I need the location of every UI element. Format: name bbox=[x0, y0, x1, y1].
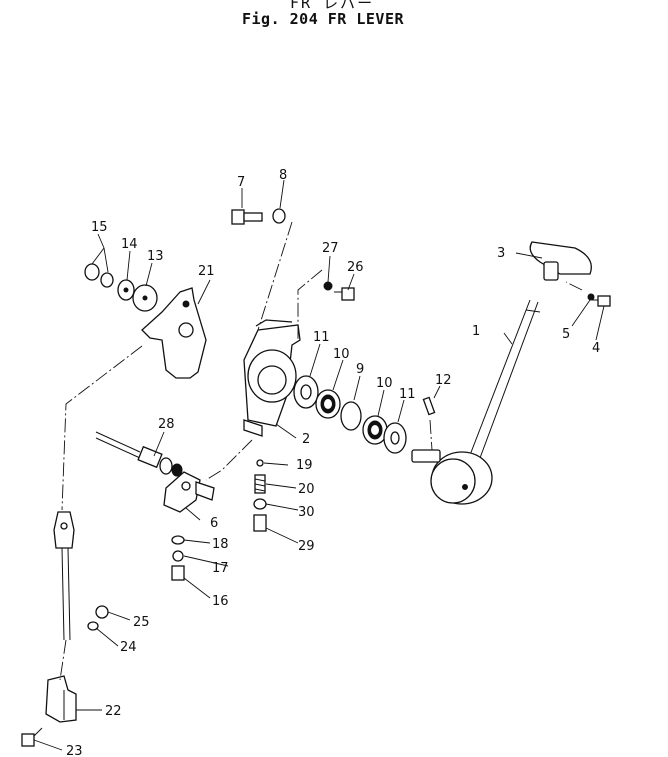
callout-20: 20 bbox=[298, 482, 315, 497]
assembly-lines bbox=[59, 221, 583, 681]
bolt-4 bbox=[592, 295, 611, 307]
lever-rod bbox=[469, 299, 541, 459]
washer-5 bbox=[587, 293, 595, 301]
washer-18 bbox=[171, 535, 185, 545]
callout-29: 29 bbox=[298, 539, 315, 554]
washer-13 bbox=[132, 284, 158, 312]
washer-14 bbox=[117, 279, 135, 301]
ball-19 bbox=[256, 459, 264, 467]
washer-27 bbox=[323, 281, 333, 291]
callout-6: 6 bbox=[210, 516, 218, 531]
bolt-29 bbox=[253, 514, 267, 532]
callout-25: 25 bbox=[133, 615, 150, 630]
callout-12: 12 bbox=[435, 373, 452, 388]
callout-23: 23 bbox=[66, 744, 83, 757]
rod-clevis bbox=[53, 511, 75, 641]
bolt-23 bbox=[21, 727, 43, 747]
callout-19: 19 bbox=[296, 458, 313, 473]
callout-8: 8 bbox=[279, 168, 287, 183]
callout-11-right: 11 bbox=[399, 387, 416, 402]
bracket-2 bbox=[243, 319, 301, 437]
bearing-10-right bbox=[362, 415, 388, 445]
callout-10-left: 10 bbox=[333, 347, 350, 362]
nut-8 bbox=[272, 208, 286, 224]
callout-28: 28 bbox=[158, 417, 175, 432]
plate-21 bbox=[141, 287, 207, 379]
callout-4: 4 bbox=[592, 341, 600, 356]
callout-30: 30 bbox=[298, 505, 315, 520]
callout-13: 13 bbox=[147, 249, 164, 264]
callout-24: 24 bbox=[120, 640, 137, 655]
bracket-22 bbox=[45, 675, 77, 723]
spacer-11-right bbox=[383, 422, 407, 454]
callout-18: 18 bbox=[212, 537, 229, 552]
callout-16: 16 bbox=[212, 594, 229, 609]
figure-title-japanese: FR レバー bbox=[290, 0, 375, 12]
callout-11-left: 11 bbox=[313, 330, 330, 345]
bearing-10-left bbox=[315, 389, 341, 419]
bracket-6 bbox=[163, 471, 215, 513]
nut-30 bbox=[253, 498, 267, 510]
figure-title: Fig. 204 FR LEVER bbox=[242, 10, 405, 28]
washer-24 bbox=[87, 621, 99, 631]
callout-21: 21 bbox=[198, 264, 215, 279]
callout-9: 9 bbox=[356, 362, 364, 377]
nut-25 bbox=[95, 605, 109, 619]
callout-17: 17 bbox=[212, 561, 229, 576]
callout-22: 22 bbox=[105, 704, 122, 719]
pin-12 bbox=[422, 396, 436, 416]
callout-15: 15 bbox=[91, 220, 108, 235]
lever-hub bbox=[411, 449, 493, 505]
lever-knob bbox=[529, 241, 592, 281]
snap-ring-9 bbox=[340, 401, 362, 431]
callout-5: 5 bbox=[562, 327, 570, 342]
callout-3: 3 bbox=[497, 246, 505, 261]
callout-1: 1 bbox=[472, 324, 480, 339]
lock-washer-17 bbox=[172, 550, 184, 562]
leader-lines bbox=[33, 179, 605, 751]
cable-28 bbox=[95, 431, 183, 477]
spacer-11-left bbox=[293, 375, 319, 409]
bolt-16 bbox=[171, 565, 185, 581]
bolt-26 bbox=[334, 287, 355, 301]
callout-14: 14 bbox=[121, 237, 138, 252]
callout-27: 27 bbox=[322, 241, 339, 256]
nut-15 bbox=[84, 263, 114, 288]
callout-7: 7 bbox=[237, 175, 245, 190]
bolt-7 bbox=[231, 209, 263, 225]
callout-2: 2 bbox=[302, 432, 310, 447]
spring-20-coils bbox=[254, 478, 266, 492]
callout-10-right: 10 bbox=[376, 376, 393, 391]
callout-26: 26 bbox=[347, 260, 364, 275]
